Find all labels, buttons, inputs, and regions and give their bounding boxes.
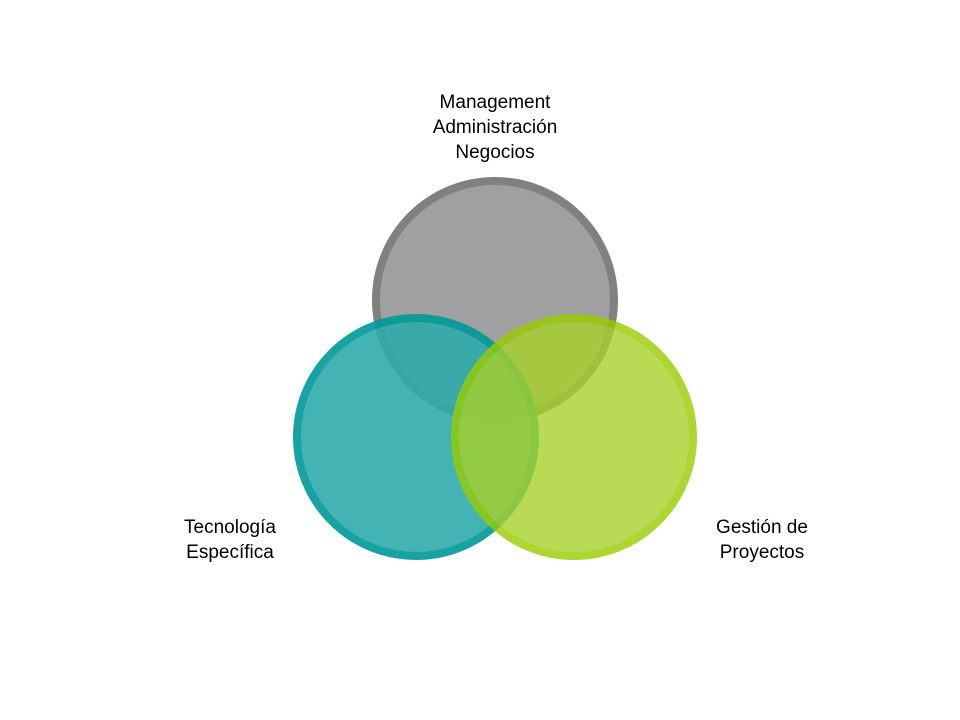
- label-line: Gestión de: [716, 517, 808, 538]
- proyectos-circle: [451, 314, 697, 560]
- label-line: Negocios: [455, 142, 535, 163]
- proyectos-label: Gestión de Proyectos: [682, 515, 842, 565]
- label-line: Proyectos: [719, 542, 805, 563]
- label-line: Tecnología: [184, 517, 276, 538]
- tecnologia-label: Tecnología Específica: [150, 515, 310, 565]
- label-line: Management: [439, 92, 551, 113]
- label-line: Administración: [432, 117, 558, 138]
- label-line: Específica: [186, 542, 274, 563]
- management-label: Management Administración Negocios: [395, 90, 595, 165]
